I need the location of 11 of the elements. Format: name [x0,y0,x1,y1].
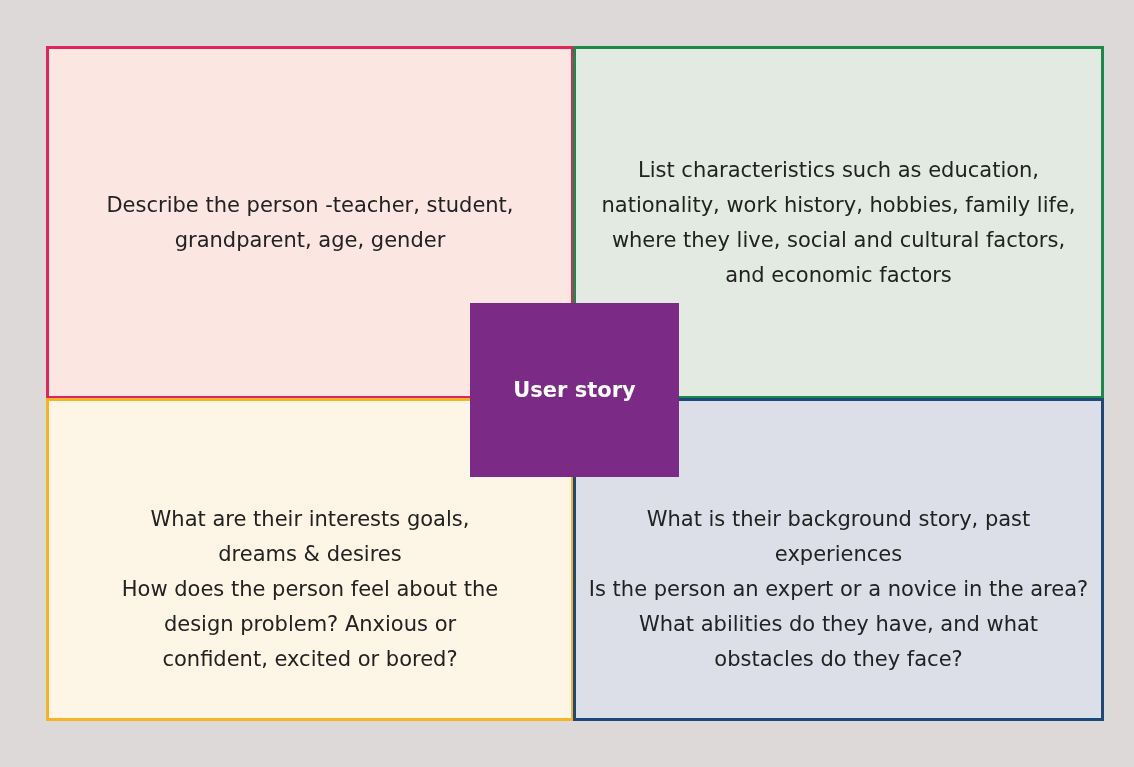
body-text: List characteristics such as education, nationality, work history, hobbies, family life, where they live, social and cultural factors, and economic factors [600,156,1077,289]
body-text: Is the person an expert or a novice in the area? What abilities do they have, and what obstacles do they face? [587,576,1090,673]
body-text: How does the person feel about the design problem? Anxious or confident, excited or bored? [120,576,500,673]
title-text: User story [513,376,636,404]
body-text: What are their interests goals, dreams & desires [149,506,471,568]
body-text: What is their background story, past experiences [645,506,1032,568]
center-box [470,303,679,477]
body-text: Describe the person -teacher, student, grandparent, age, gender [105,191,515,254]
quadrant-panel [573,46,1104,399]
quadrant-panel [46,46,574,399]
quadrant-panel [46,398,574,721]
